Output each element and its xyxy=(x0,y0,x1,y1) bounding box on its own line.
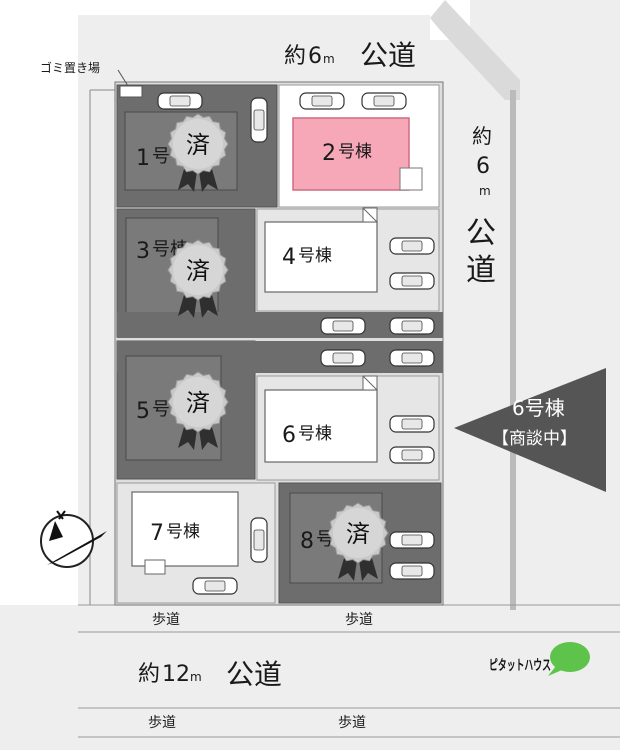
logo-text: ピタットハウス xyxy=(489,658,551,674)
north-road-width: 6 xyxy=(308,44,322,69)
east-road-char-2: 6 xyxy=(476,154,490,179)
garbage-area-label: ゴミ置き場 xyxy=(40,60,100,75)
east-road-char-3: m xyxy=(479,184,491,198)
garbage-area: ゴミ置き場 xyxy=(40,60,143,98)
sold-badge-lot-5: 済 xyxy=(167,371,229,450)
east-road-label: 約 6 m 公 道 xyxy=(466,124,496,288)
south-road-width: 12 xyxy=(162,662,190,687)
car-icon xyxy=(389,349,435,367)
lot-4-number: 4 xyxy=(282,245,296,270)
car-icon xyxy=(361,92,407,110)
east-road-char-5: 道 xyxy=(466,253,496,288)
lot-2-house xyxy=(292,117,410,191)
east-road-char-1: 約 xyxy=(472,124,492,148)
sold-badge-lot-1: 済 xyxy=(167,113,229,192)
lot-6-number: 6 xyxy=(282,423,296,448)
south-road-name: 公道 xyxy=(226,658,282,691)
sold-badge-text: 済 xyxy=(186,131,210,159)
south-road-prefix: 約 xyxy=(138,662,160,687)
south-road-unit: m xyxy=(190,670,202,684)
sold-badge-lot-8: 済 xyxy=(327,502,389,581)
garbage-area-box xyxy=(119,85,143,98)
lot-6-suffix: 号棟 xyxy=(298,424,332,444)
callout-arrow xyxy=(454,368,606,492)
lot-8-number: 8 xyxy=(300,529,314,554)
north-road-label: 約 6 m 公道 xyxy=(284,39,416,72)
lot-1-number: 1 xyxy=(136,146,150,171)
callout-subtitle: 【商談中】 xyxy=(492,429,577,449)
logo-speech-icon xyxy=(550,642,590,672)
car-icon xyxy=(250,517,268,563)
lot-2-suffix: 号棟 xyxy=(338,142,372,162)
sidewalk-label-4: 歩道 xyxy=(338,715,366,731)
sold-badge-lot-3: 済 xyxy=(167,239,229,318)
car-icon xyxy=(192,577,238,595)
car-icon xyxy=(320,349,366,367)
car-icon xyxy=(389,272,435,290)
car-icon xyxy=(320,317,366,335)
car-icon xyxy=(157,92,203,110)
south-road-label: 約 12 m 公道 xyxy=(138,658,282,691)
sidewalk-label-3: 歩道 xyxy=(148,715,176,731)
car-icon xyxy=(389,317,435,335)
sold-badge-text: 済 xyxy=(346,520,370,548)
lot-3: 3 号棟 xyxy=(116,208,443,338)
lot-2-number: 2 xyxy=(322,141,336,166)
car-icon xyxy=(389,415,435,433)
pitat-house-logo: ピタットハウス xyxy=(489,642,590,676)
lot-5-suffix: 号 xyxy=(152,399,170,420)
lot-7-number: 7 xyxy=(150,521,164,546)
north-road-prefix: 約 xyxy=(284,44,306,69)
sidewalk-label-2: 歩道 xyxy=(345,612,373,628)
sold-badge-text: 済 xyxy=(186,257,210,285)
car-icon xyxy=(389,237,435,255)
callout-title: 6号棟 xyxy=(512,396,565,420)
lot-4: 4 号棟 xyxy=(256,207,440,312)
north-road-name: 公道 xyxy=(360,39,416,72)
sold-badge-text: 済 xyxy=(186,389,210,417)
north-road-unit: m xyxy=(323,52,335,66)
car-icon xyxy=(250,97,268,143)
lot-7: 7 号棟 xyxy=(116,482,276,604)
car-icon xyxy=(299,92,345,110)
car-icon xyxy=(389,531,435,549)
lot-3-number: 3 xyxy=(136,239,150,264)
sidewalk-label-1: 歩道 xyxy=(152,612,180,628)
parking-cars xyxy=(157,92,435,595)
lot-1-suffix: 号 xyxy=(152,146,170,167)
lot-4-suffix: 号棟 xyxy=(298,246,332,266)
car-icon xyxy=(389,446,435,464)
lot-5-number: 5 xyxy=(136,399,150,424)
car-icon xyxy=(389,562,435,580)
north-arrow-icon xyxy=(40,510,107,568)
lot-6-callout: 6号棟 【商談中】 xyxy=(454,368,606,492)
lot-7-suffix: 号棟 xyxy=(166,522,200,542)
east-road-char-4: 公 xyxy=(466,216,496,251)
